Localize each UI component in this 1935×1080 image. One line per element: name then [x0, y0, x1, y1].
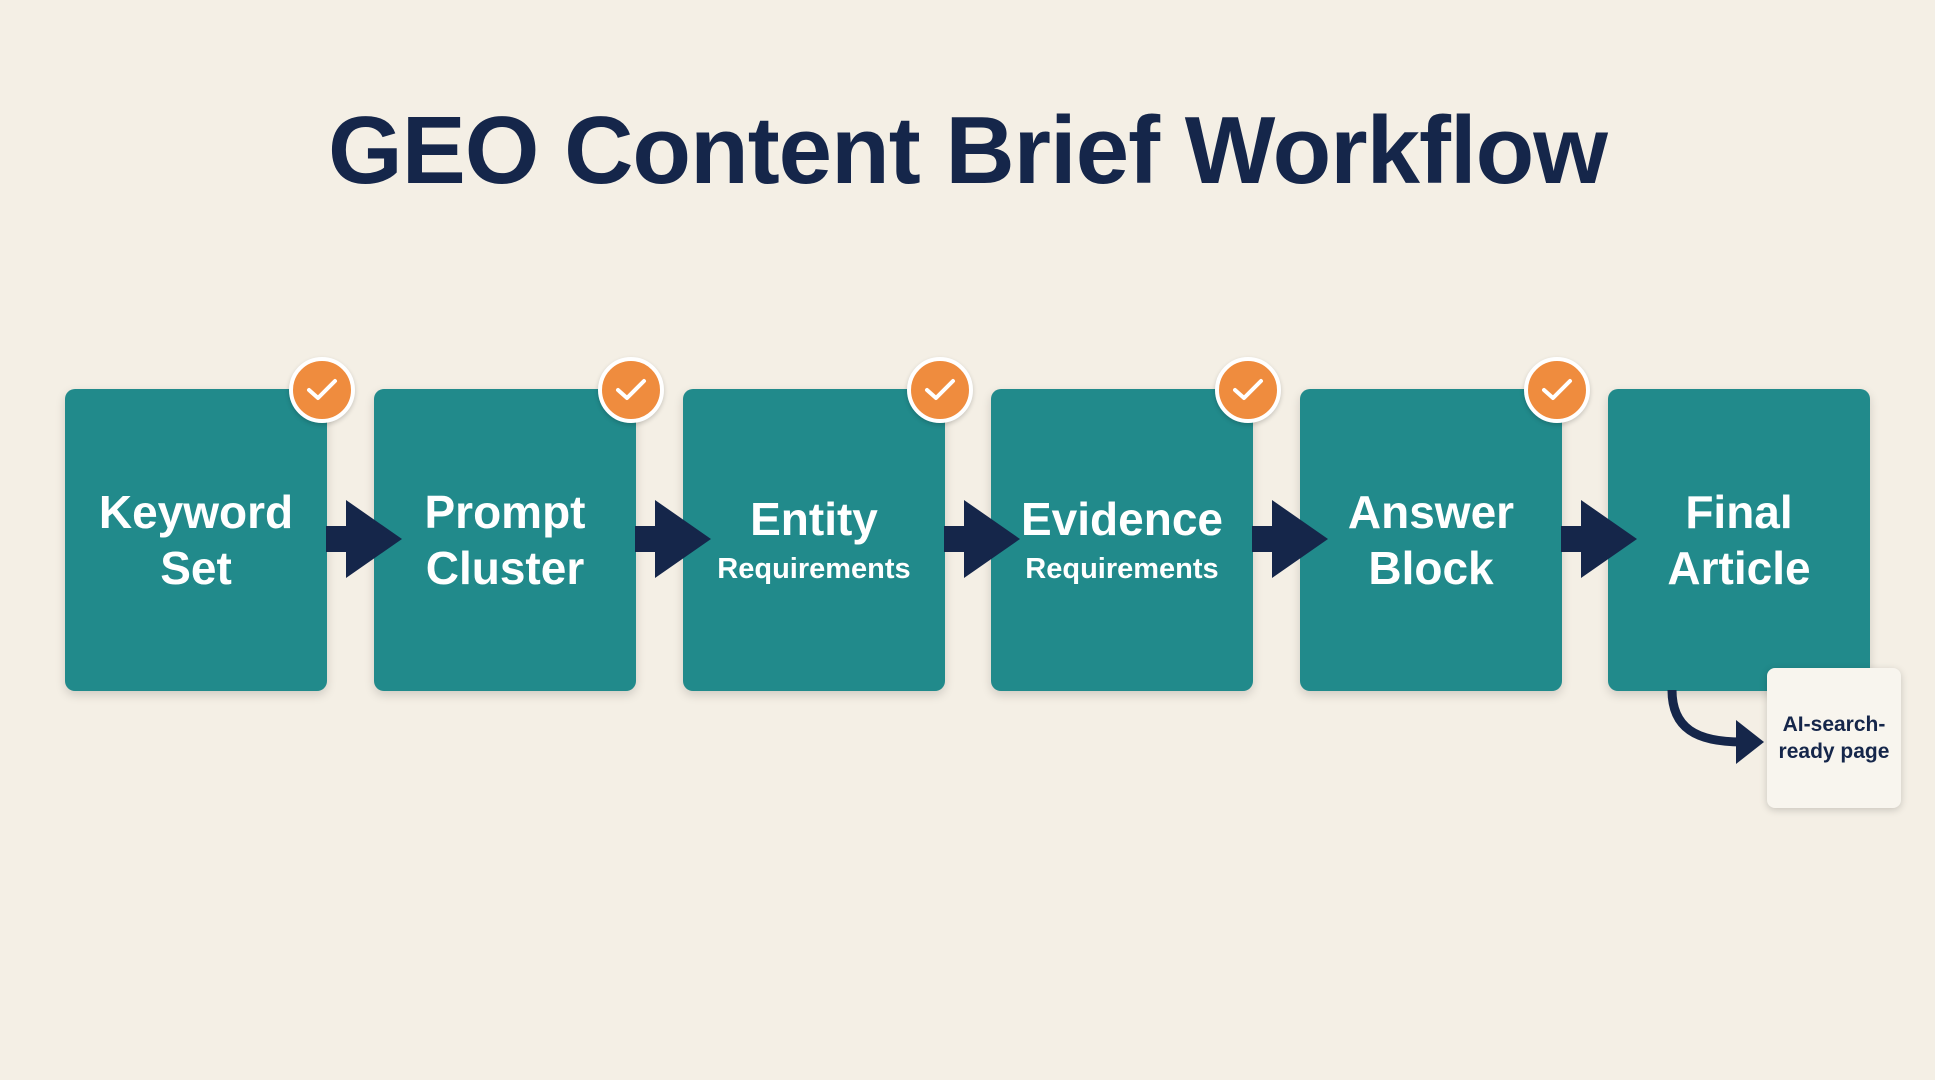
- check-icon: [598, 357, 664, 423]
- step-prompt-cluster: Prompt Cluster: [374, 389, 636, 691]
- arrow-right-icon: [635, 500, 711, 578]
- step-label-line1: Prompt: [424, 485, 586, 538]
- step-label-line1: Keyword: [98, 485, 294, 538]
- step-final-article: Final Article: [1608, 389, 1870, 691]
- step-entity-requirements: Entity Requirements: [683, 389, 945, 691]
- arrow-right-icon: [944, 500, 1020, 578]
- check-icon: [1524, 357, 1590, 423]
- diagram-title: GEO Content Brief Workflow: [328, 97, 1608, 204]
- check-icon: [907, 357, 973, 423]
- step-label-line1: Entity: [750, 493, 878, 546]
- step-keyword-set: Keyword Set: [65, 389, 327, 691]
- arrow-right-icon: [1252, 500, 1328, 578]
- curved-arrow-icon: [1667, 690, 1764, 764]
- step-label-line2: Requirements: [1025, 553, 1219, 586]
- step-label-line1: Final: [1685, 485, 1793, 538]
- arrow-right-icon: [1561, 500, 1637, 578]
- output-label-line1: AI-search-: [1782, 712, 1886, 736]
- step-label-line2: Set: [160, 542, 232, 594]
- step-label-line2: Cluster: [425, 542, 585, 594]
- step-label-line2: Article: [1667, 542, 1811, 594]
- arrow-right-icon: [326, 500, 402, 578]
- step-label-line2: Requirements: [717, 553, 911, 586]
- check-icon: [1215, 357, 1281, 423]
- step-evidence-requirements: Evidence Requirements: [991, 389, 1253, 691]
- step-answer-block: Answer Block: [1300, 389, 1562, 691]
- step-label-line1: Answer: [1347, 485, 1515, 538]
- step-label-line1: Evidence: [1021, 493, 1223, 546]
- output-card-ai-search-ready-page: AI-search- ready page: [1767, 668, 1901, 808]
- check-icon: [289, 357, 355, 423]
- output-label-line2: ready page: [1778, 740, 1890, 763]
- step-label-line2: Block: [1368, 542, 1494, 594]
